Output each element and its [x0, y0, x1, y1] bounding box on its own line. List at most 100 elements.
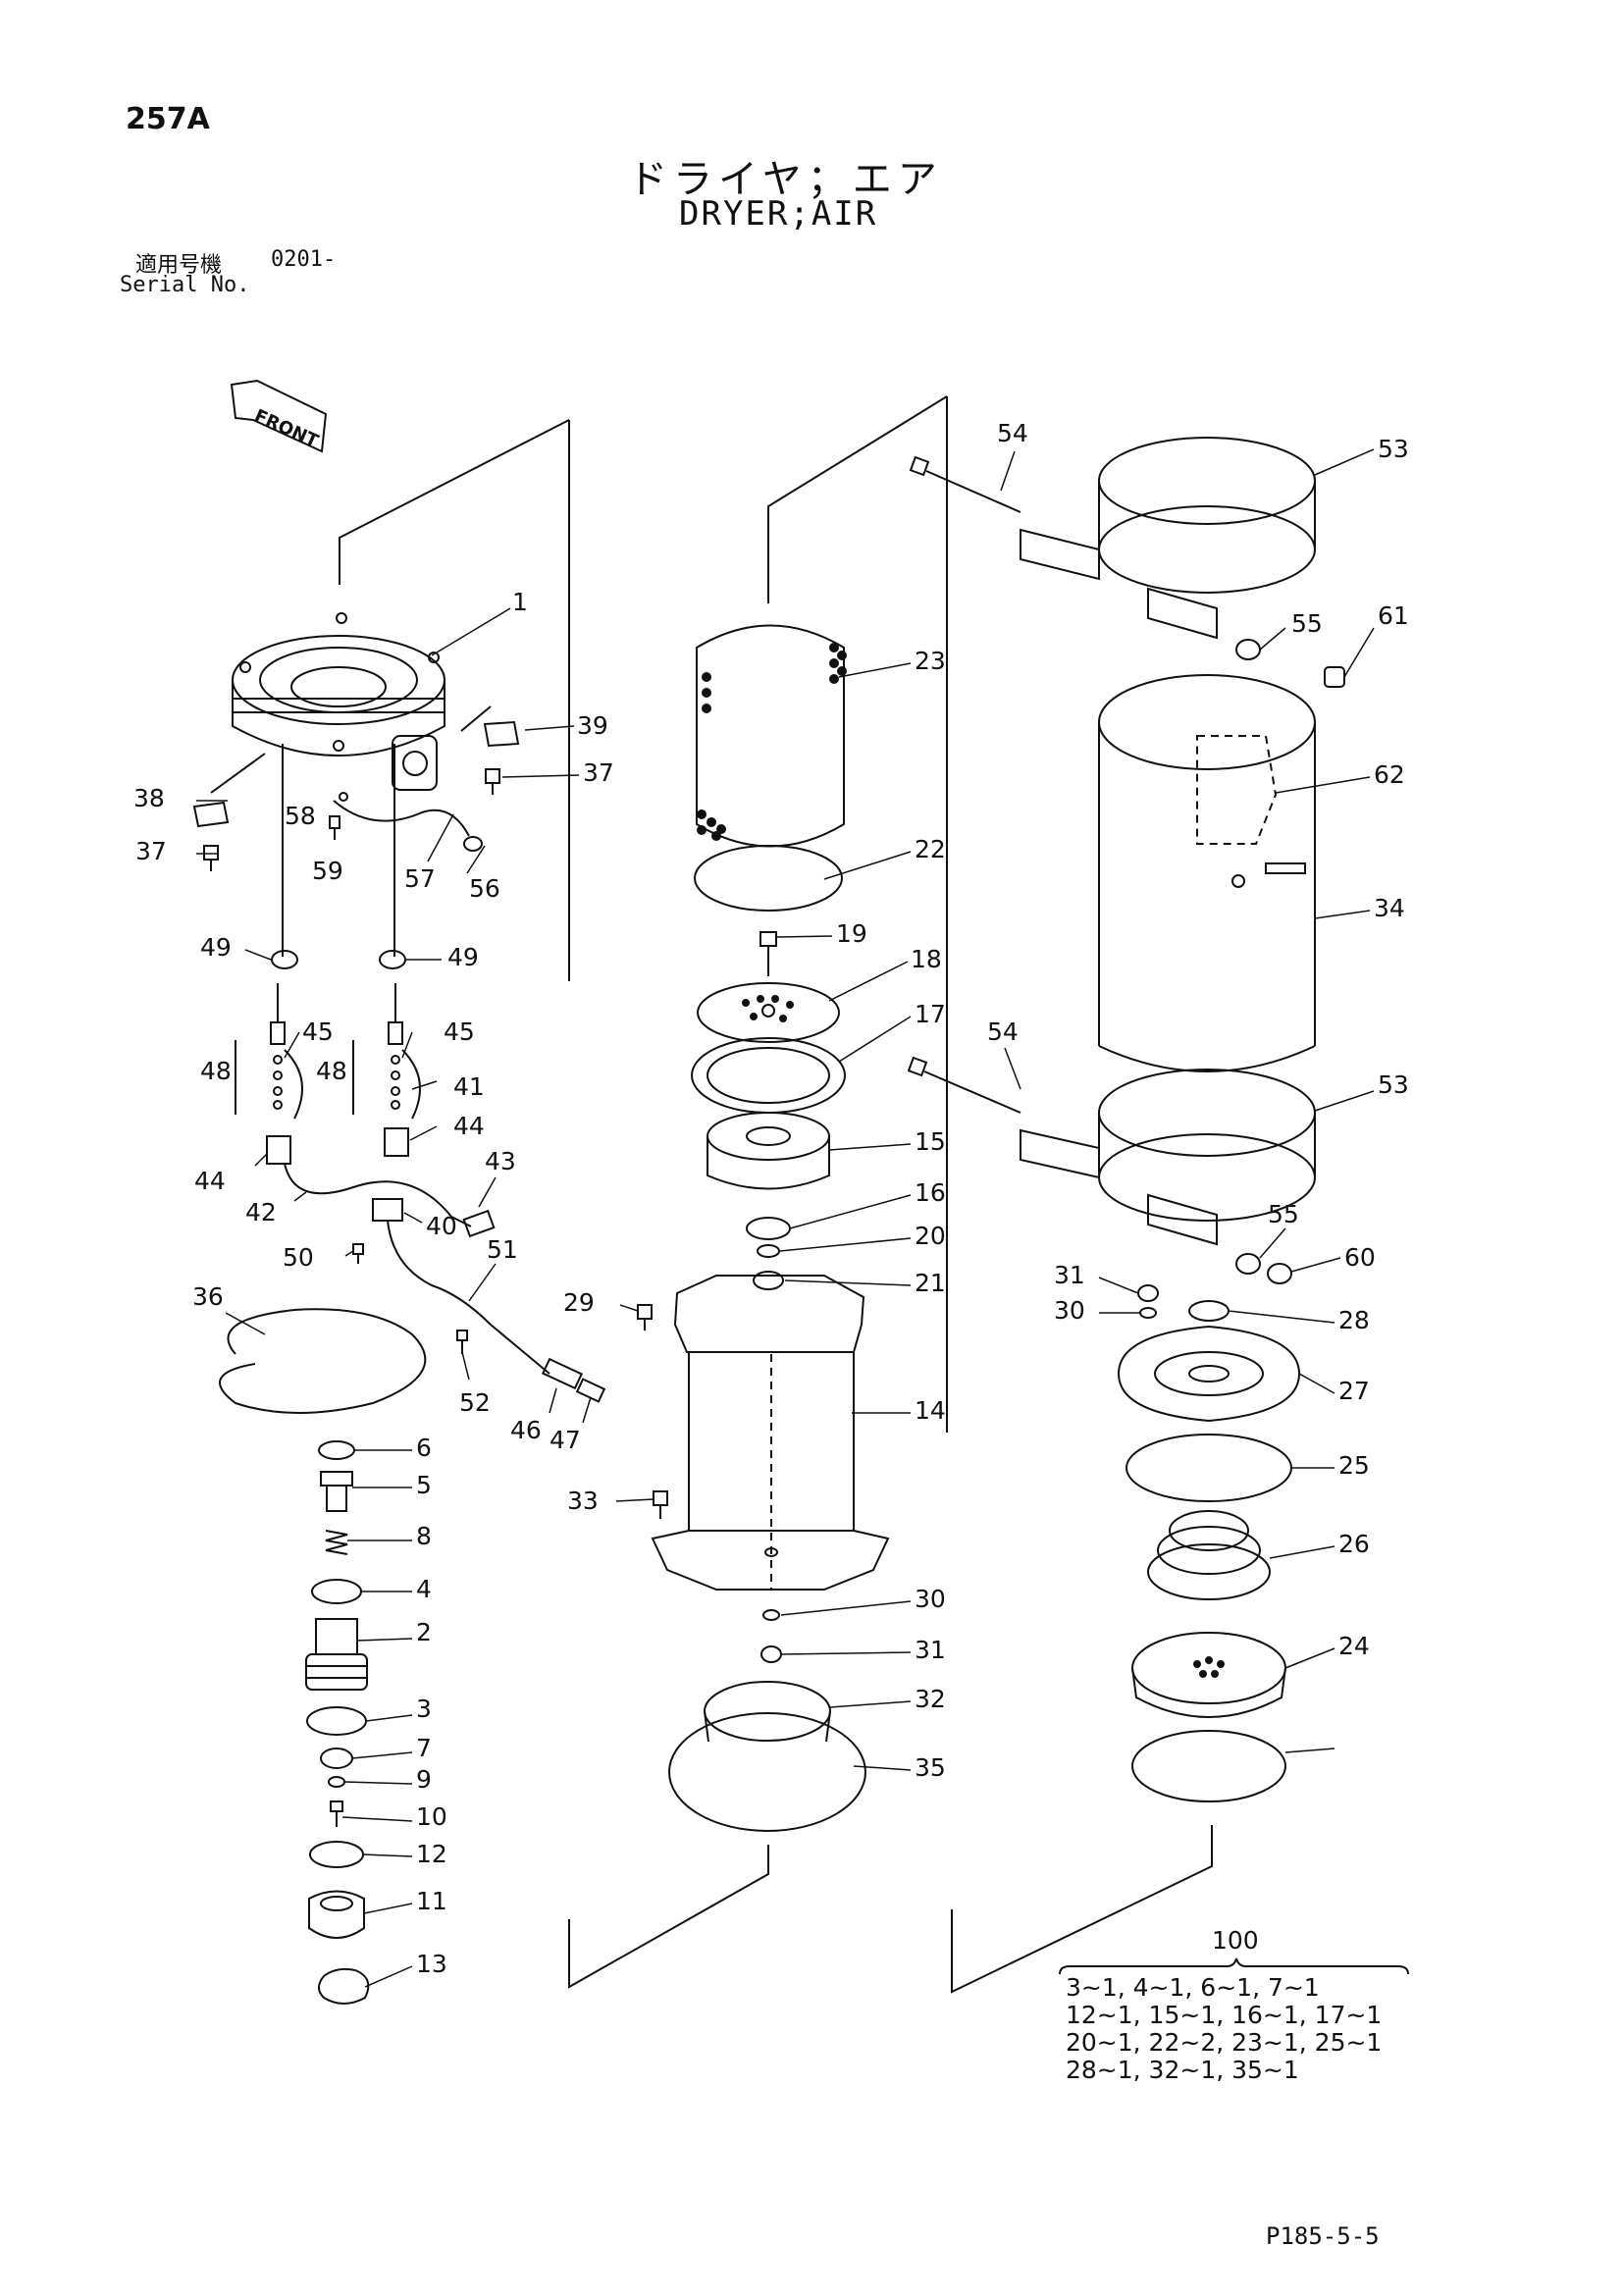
- part-42-harness: [284, 1163, 606, 1403]
- callout-23: 23: [915, 647, 946, 675]
- part-57-wire: [329, 792, 483, 852]
- callout-32: 32: [915, 1685, 946, 1713]
- callout-62: 62: [1374, 760, 1405, 789]
- part-34-tank: [1098, 674, 1316, 1072]
- group-bracket-center-bottom: [568, 1845, 769, 1989]
- part-27-cover: [1117, 1325, 1301, 1423]
- part-37-bolt-right: [485, 768, 500, 795]
- callout-8: 8: [416, 1522, 432, 1550]
- service-kit-block: 100 3~1, 4~1, 6~1, 7~1 12~1, 15~1, 16~1,…: [1066, 1926, 1382, 2084]
- callout-6: 6: [416, 1434, 432, 1462]
- page-code: 257A: [126, 102, 210, 136]
- serial-number: 0201-: [271, 247, 337, 272]
- part-4-seal: [311, 1579, 362, 1604]
- part-31-nut-right: [1137, 1284, 1159, 1302]
- callout-56: 56: [469, 874, 500, 903]
- part-33-bolt: [653, 1490, 668, 1519]
- part-21-nut: [753, 1271, 784, 1290]
- kit-line-3: 20~1, 22~2, 23~1, 25~1: [1066, 2028, 1382, 2057]
- part-54-bolt-bottom: [907, 1056, 1021, 1114]
- callout-33: 33: [567, 1487, 599, 1515]
- kit-line-1: 3~1, 4~1, 6~1, 7~1: [1066, 1973, 1320, 2002]
- callout-22-top: 22: [915, 835, 946, 863]
- kit-line-4: 28~1, 32~1, 35~1: [1066, 2056, 1299, 2084]
- callout-46: 46: [510, 1416, 542, 1444]
- part-32-gasket: [704, 1681, 831, 1743]
- part-60-nut: [1267, 1263, 1292, 1284]
- part-49-seal-left: [271, 950, 298, 969]
- part-24-filter-plate: [1131, 1632, 1286, 1718]
- callout-29: 29: [563, 1288, 595, 1317]
- callout-43: 43: [485, 1147, 516, 1175]
- part-17-gasket: [691, 1037, 846, 1114]
- callout-55-top: 55: [1291, 609, 1323, 638]
- callout-1: 1: [512, 588, 528, 616]
- part-7-washer: [320, 1748, 353, 1769]
- callout-37-left: 37: [135, 837, 167, 865]
- group-bracket-center-top: [767, 395, 948, 603]
- callout-55-bottom: 55: [1268, 1200, 1299, 1228]
- part-18-plate: [697, 982, 840, 1043]
- leader-38: [210, 753, 266, 794]
- part-20-seal: [757, 1244, 780, 1258]
- callout-4: 4: [416, 1575, 432, 1603]
- part-25-gasket: [1126, 1434, 1292, 1502]
- callout-36: 36: [192, 1282, 224, 1311]
- callout-19: 19: [836, 919, 867, 948]
- part-9-washer: [328, 1776, 345, 1788]
- part-29-bolt: [637, 1304, 653, 1331]
- callout-45-left: 45: [302, 1018, 334, 1046]
- part-22-filter-top: [694, 845, 843, 912]
- callout-28: 28: [1338, 1306, 1370, 1334]
- part-11-cap: [308, 1890, 365, 1939]
- callout-51: 51: [487, 1235, 518, 1264]
- serial-label-japanese: 適用号機: [135, 253, 223, 278]
- part-15-holder: [707, 1112, 830, 1190]
- kit-brace: [1059, 1957, 1409, 1975]
- callout-17: 17: [915, 1000, 946, 1028]
- callout-34: 34: [1374, 894, 1405, 922]
- part-54-bolt-top: [909, 455, 1021, 513]
- callout-57: 57: [404, 864, 436, 893]
- part-37-bolt-left: [203, 845, 219, 871]
- callout-20: 20: [915, 1222, 946, 1250]
- kit-number: 100: [1212, 1926, 1259, 1955]
- part-55-bushing-bottom: [1235, 1253, 1261, 1275]
- callout-45-right: 45: [444, 1018, 475, 1046]
- part-6-seal: [318, 1440, 355, 1460]
- callout-47: 47: [550, 1426, 581, 1454]
- callout-35: 35: [915, 1753, 946, 1782]
- part-50-screw: [352, 1243, 364, 1264]
- callout-12: 12: [416, 1840, 447, 1868]
- part-13-snap-ring: [318, 1967, 370, 2005]
- callout-3: 3: [416, 1695, 432, 1723]
- part-61-cap: [1324, 666, 1345, 688]
- callout-48-right: 48: [316, 1057, 347, 1085]
- callout-31-right: 31: [1054, 1261, 1085, 1289]
- callout-14: 14: [915, 1396, 946, 1425]
- part-52-screw: [456, 1330, 468, 1354]
- callout-11: 11: [416, 1887, 447, 1915]
- part-30-washer-center: [762, 1609, 780, 1621]
- group-bracket-left-top: [339, 419, 570, 585]
- part-26-spring: [1147, 1510, 1271, 1600]
- part-8-spring: [325, 1530, 348, 1555]
- callout-49-right: 49: [447, 943, 479, 971]
- callout-44-left: 44: [194, 1167, 226, 1195]
- callout-15: 15: [915, 1127, 946, 1156]
- part-14-case: [651, 1275, 890, 1591]
- callout-54-bottom: 54: [987, 1018, 1019, 1046]
- callout-42: 42: [245, 1198, 277, 1226]
- callout-58: 58: [285, 802, 316, 830]
- part-16-bushing: [746, 1217, 791, 1240]
- callout-labels: 1 2 3 4 5 6 7 8 9 10 11 12 13 14 15 16 1…: [133, 419, 1409, 1978]
- callout-38: 38: [133, 784, 165, 812]
- part-49-seal-right: [379, 950, 406, 969]
- callout-18: 18: [911, 945, 942, 973]
- part-55-bushing-top: [1235, 639, 1261, 660]
- callout-61: 61: [1378, 601, 1409, 630]
- part-3-seal: [306, 1706, 367, 1736]
- part-1-housing: [232, 612, 445, 791]
- callout-25: 25: [1338, 1451, 1370, 1480]
